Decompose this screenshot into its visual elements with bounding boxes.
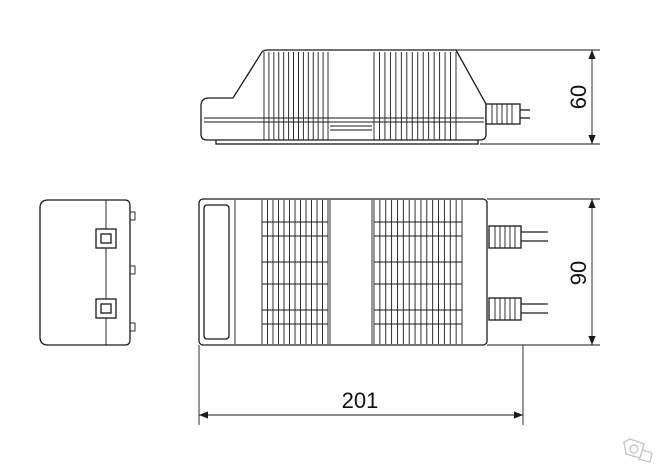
side-ribs-left bbox=[263, 52, 329, 140]
plan-ribs-right bbox=[373, 200, 463, 344]
plan-view: 90 201 bbox=[198, 198, 600, 425]
end-view-socket-top bbox=[95, 228, 117, 249]
side-ribs-right bbox=[373, 52, 457, 140]
plan-ribs-left bbox=[261, 200, 329, 344]
side-view: 60 bbox=[200, 49, 600, 145]
side-view-cable bbox=[485, 103, 530, 125]
end-view-body bbox=[39, 199, 131, 346]
end-view bbox=[39, 199, 136, 346]
plan-view-cable-bottom bbox=[488, 297, 548, 321]
end-view-socket-bottom bbox=[95, 298, 117, 319]
plan-view-cable-top bbox=[488, 225, 548, 249]
side-view-body bbox=[200, 49, 487, 141]
dimension-length: 201 bbox=[342, 388, 379, 413]
camera-icon bbox=[623, 438, 653, 463]
plan-view-body bbox=[198, 198, 488, 346]
dimension-height: 60 bbox=[566, 85, 591, 109]
dimension-width: 90 bbox=[566, 261, 591, 285]
plan-view-label-area bbox=[203, 204, 230, 340]
